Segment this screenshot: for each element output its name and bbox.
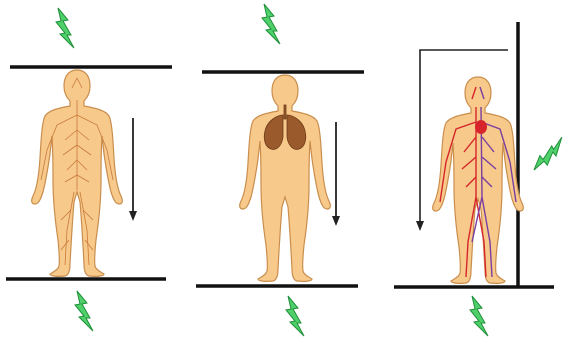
lightning-bolt-icon (262, 4, 280, 44)
lightning-bolt-icon (526, 137, 570, 172)
human-figure-icon (240, 75, 331, 281)
panel-respiratory-system (196, 4, 364, 336)
lightning-bolt-icon (75, 291, 93, 331)
lightning-bolt-icon (470, 296, 488, 336)
human-figure-icon (32, 70, 123, 276)
panel-circulatory-system (394, 22, 570, 336)
heart (475, 120, 487, 134)
lightning-bolt-icon (286, 296, 304, 336)
human-figure-icon (433, 77, 524, 283)
panel-nervous-system (6, 8, 172, 331)
lightning-bolt-icon (56, 8, 74, 48)
downward-arrow-icon (332, 122, 340, 226)
nerve-network (41, 78, 113, 265)
downward-arrow-icon (129, 118, 137, 221)
